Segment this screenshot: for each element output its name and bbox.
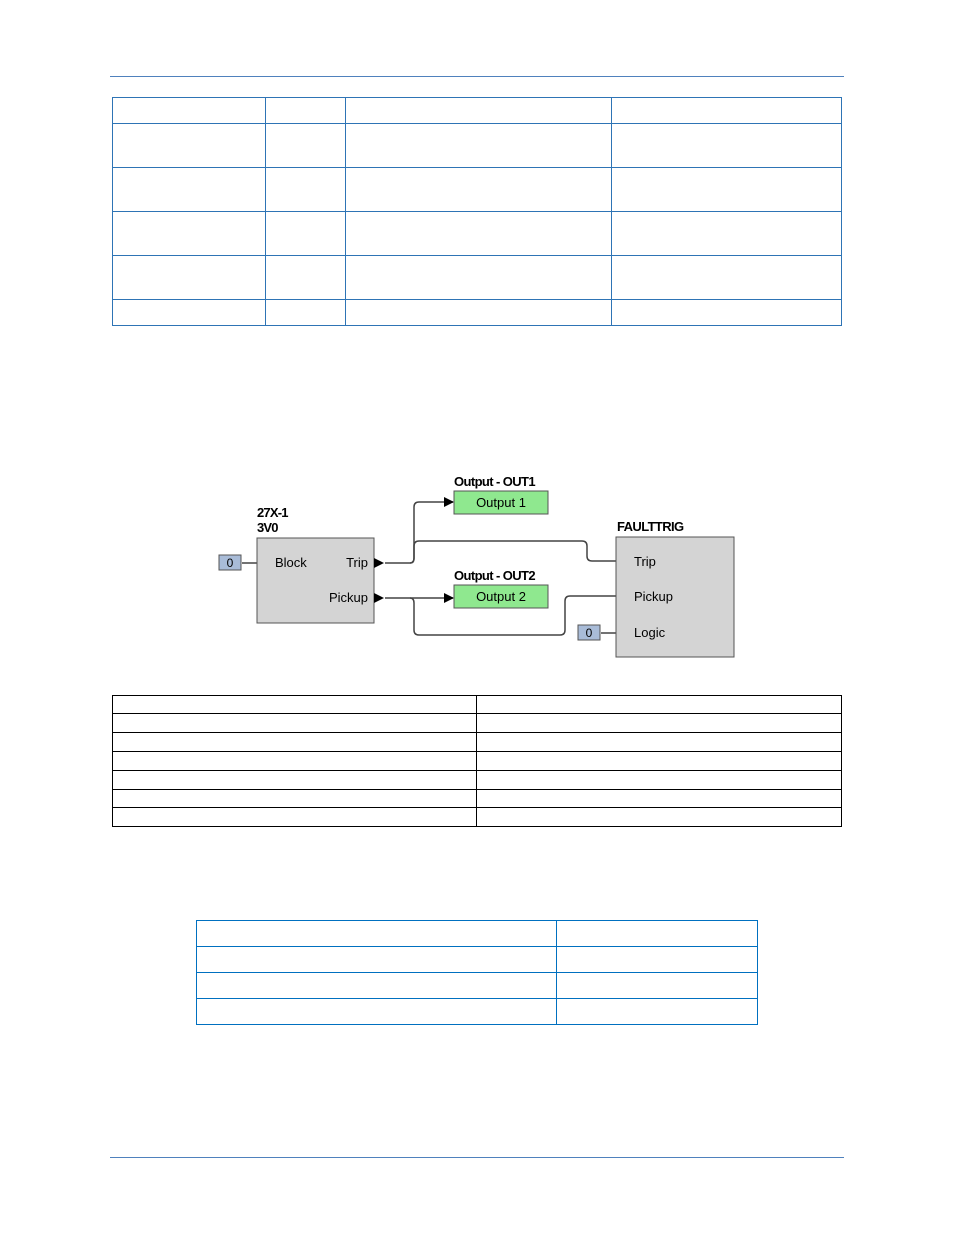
- footer-rule: [110, 1157, 844, 1158]
- output-out1[interactable]: Output - OUT1 Output 1: [453, 474, 549, 515]
- table-row: [112, 751, 842, 771]
- table-row: [112, 299, 842, 326]
- block-title: FAULTTRIG: [617, 519, 684, 534]
- block-subtitle: 3V0: [257, 520, 278, 535]
- output-label: Output 1: [476, 495, 526, 510]
- output-title: Output - OUT1: [454, 474, 535, 489]
- port-pickup: Pickup: [634, 589, 673, 604]
- table-row: [112, 713, 842, 733]
- table-row: [112, 789, 842, 808]
- port-trip: Trip: [346, 555, 368, 570]
- header-rule: [110, 76, 844, 77]
- table-3: [196, 920, 758, 1025]
- table-row: [196, 946, 758, 973]
- table-2: [112, 695, 842, 827]
- block-title: 27X-1: [257, 505, 288, 520]
- const-value: 0: [586, 626, 593, 640]
- output-label: Output 2: [476, 589, 526, 604]
- block-faulttrig[interactable]: FAULTTRIG Trip Pickup Logic: [615, 519, 735, 658]
- block-27x-1[interactable]: 27X-1 3V0 Block Trip Pickup: [256, 505, 384, 624]
- table-row: [196, 972, 758, 999]
- table-1: [112, 97, 842, 326]
- logic-diagram: 27X-1 3V0 Block Trip Pickup 0 Output - O…: [218, 474, 735, 658]
- table-row: [112, 211, 842, 256]
- table-row: [112, 97, 842, 124]
- table-row: [196, 998, 758, 1025]
- output-title: Output - OUT2: [454, 568, 535, 583]
- table-row: [112, 167, 842, 212]
- port-pickup: Pickup: [329, 590, 368, 605]
- const-logic-input[interactable]: 0: [577, 624, 601, 641]
- const-block-input[interactable]: 0: [218, 554, 242, 571]
- const-value: 0: [227, 556, 234, 570]
- table-row: [112, 770, 842, 790]
- table-row: [196, 920, 758, 947]
- port-trip: Trip: [634, 554, 656, 569]
- output-out2[interactable]: Output - OUT2 Output 2: [453, 568, 549, 609]
- table-row: [112, 695, 842, 714]
- table-row: [112, 732, 842, 752]
- port-block: Block: [275, 555, 307, 570]
- connection-wires: [242, 497, 628, 638]
- table-row: [112, 807, 842, 827]
- port-logic: Logic: [634, 625, 666, 640]
